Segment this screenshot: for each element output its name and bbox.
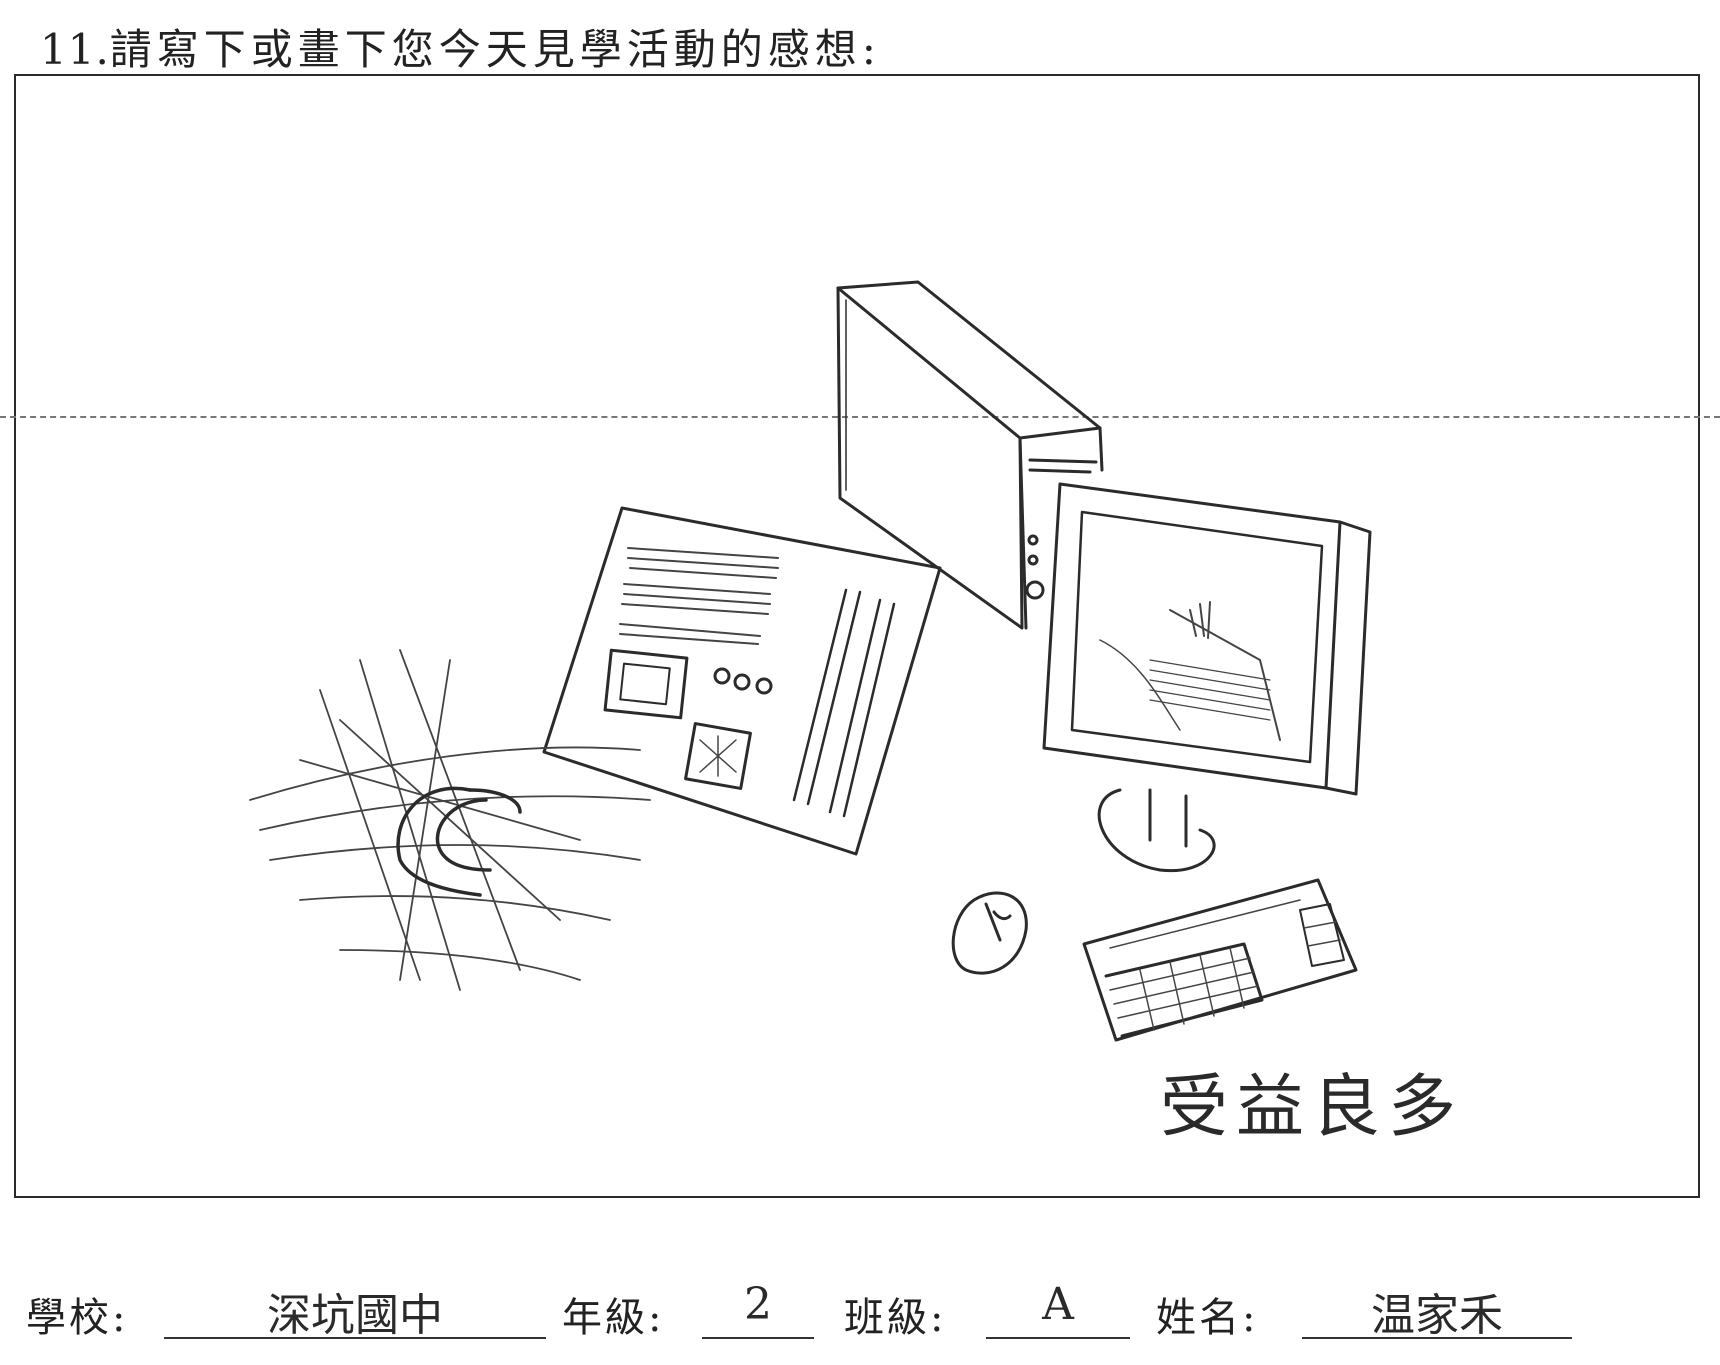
mouse-sketch	[951, 891, 1028, 975]
class-label: 班級:	[844, 1295, 947, 1341]
class-field: 班級: A	[844, 1279, 1130, 1343]
class-value[interactable]: A	[986, 1279, 1130, 1339]
student-info-footer: 學校: 深坑國中 年級: 2 班級: A 姓名: 温家禾	[26, 1279, 1686, 1355]
school-label: 學校:	[26, 1295, 129, 1341]
school-field: 學校: 深坑國中	[26, 1285, 546, 1343]
grade-label: 年級:	[562, 1295, 665, 1341]
monitor-sketch	[1042, 482, 1372, 873]
keyboard-sketch	[1082, 878, 1358, 1042]
cd-disc-sketch	[249, 649, 651, 991]
question-text: 請寫下或畫下您今天見學活動的感想:	[109, 25, 881, 74]
name-field: 姓名: 温家禾	[1156, 1285, 1572, 1343]
question-prompt: 11.請寫下或畫下您今天見學活動的感想:	[40, 16, 881, 77]
grade-value[interactable]: 2	[702, 1279, 814, 1339]
cd-disc-shape	[396, 786, 522, 897]
name-label: 姓名:	[1156, 1295, 1259, 1341]
computer-tower-sketch	[836, 280, 1104, 630]
grade-field: 年級: 2	[562, 1279, 814, 1343]
fold-line	[0, 416, 1720, 418]
name-value[interactable]: 温家禾	[1302, 1279, 1572, 1341]
answer-box	[14, 74, 1700, 1198]
question-number: 11.	[40, 25, 110, 74]
school-value[interactable]: 深坑國中	[164, 1279, 546, 1341]
handwritten-caption: 受益良多	[1160, 1068, 1464, 1147]
motherboard-sketch	[542, 506, 942, 856]
